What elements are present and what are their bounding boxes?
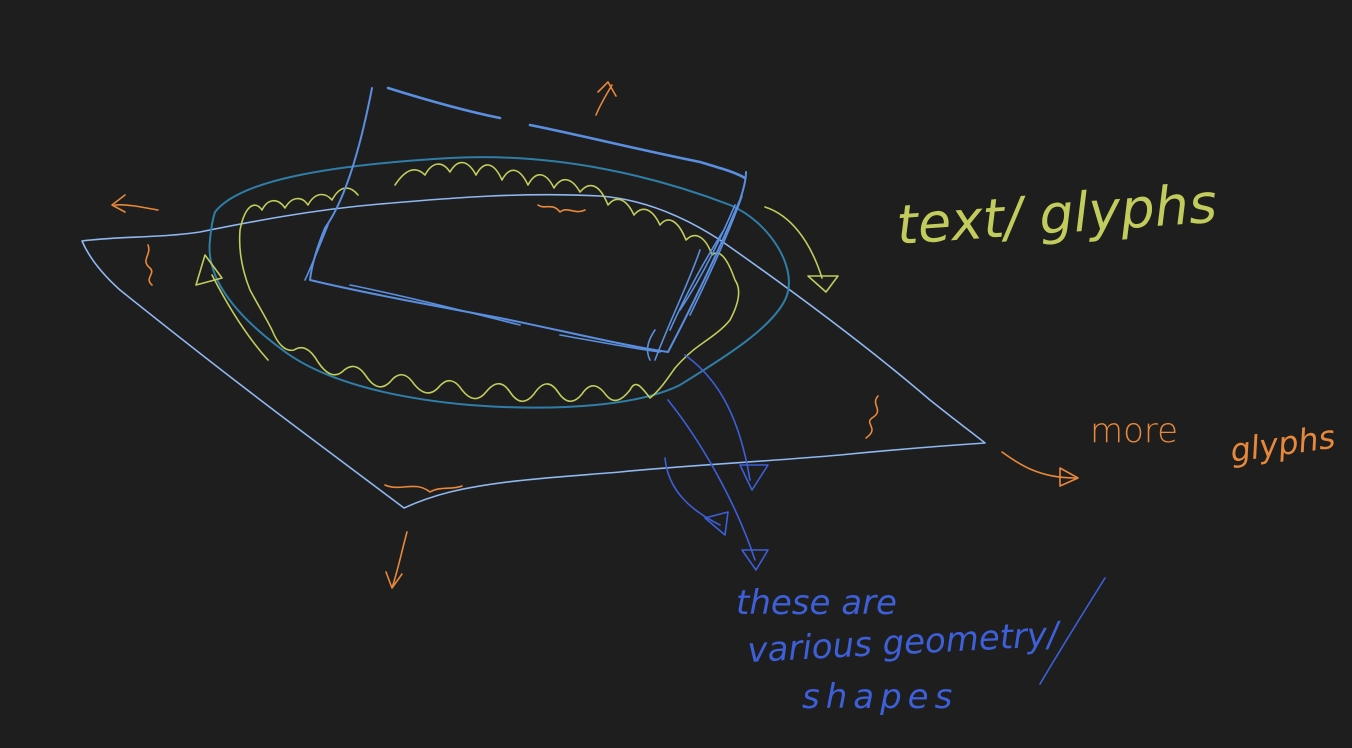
blue-arrow-mid — [667, 399, 756, 561]
green-arrow-up-head — [195, 254, 223, 286]
green-arrow-down-head — [807, 275, 839, 293]
geometry-line-2: various geometry/ — [746, 615, 1063, 671]
orange-arrow-top — [595, 81, 617, 116]
orange-arrow-right — [1001, 451, 1079, 487]
blue-arrow-long — [684, 354, 751, 481]
geometry-slash — [1039, 577, 1106, 685]
blue-arrow-long-head — [739, 464, 769, 491]
rectangle-inner-lines — [304, 195, 743, 361]
teal-ellipse — [208, 156, 790, 409]
blue-arrow-short — [664, 457, 721, 526]
geometry-line-1: these are — [736, 583, 897, 623]
orange-squiggle-inner — [537, 204, 586, 213]
green-arrow-down — [764, 206, 823, 279]
more-word: more — [1090, 411, 1178, 451]
orange-squiggle-bottom — [384, 484, 463, 493]
orange-arrow-left — [111, 194, 159, 213]
diamond-shape — [81, 193, 986, 509]
glyphs-word: glyphs — [1228, 418, 1338, 470]
blue-rectangle — [309, 87, 747, 353]
orange-squiggle-right — [865, 395, 879, 439]
blue-arrow-short-head — [704, 511, 729, 536]
green-arrow-up — [211, 274, 269, 361]
orange-squiggle-left — [145, 244, 153, 286]
blue-arrow-mid-head — [741, 549, 769, 571]
wavy-loop — [238, 161, 740, 403]
geometry-line-3: shapes — [802, 677, 958, 717]
text-glyphs-label: text/ glyphs — [895, 172, 1219, 257]
orange-arrow-down — [385, 531, 408, 589]
rectangle-top-edge — [386, 86, 747, 180]
